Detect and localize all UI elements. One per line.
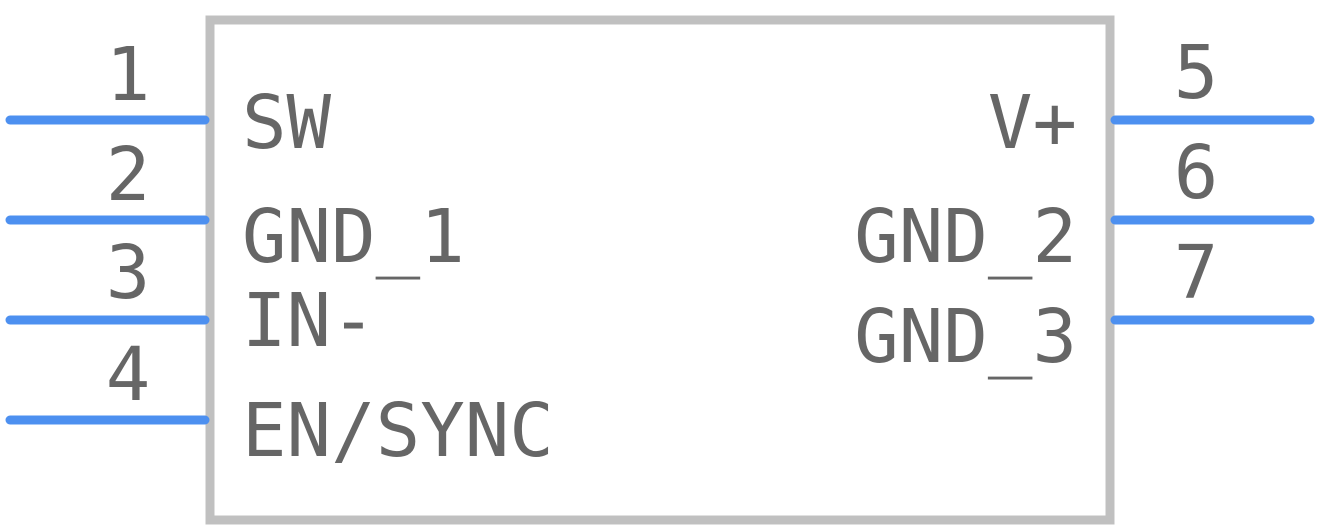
pin-number-5: 5 — [1174, 30, 1219, 116]
pin-name-2: GND_1 — [242, 194, 465, 280]
pin-number-7: 7 — [1174, 230, 1219, 316]
pin-number-2: 2 — [106, 132, 151, 218]
pin-number-6: 6 — [1174, 130, 1219, 216]
pin-name-7: GND_3 — [854, 294, 1077, 380]
pin-name-5: V+ — [988, 80, 1077, 166]
component-body — [205, 15, 1115, 525]
pin-number-1: 1 — [106, 32, 151, 118]
pin-name-1: SW — [242, 80, 332, 166]
pin-number-4: 4 — [106, 332, 151, 418]
pin-name-3: IN- — [242, 278, 376, 364]
pin-name-6: GND_2 — [854, 194, 1077, 280]
pin-name-4: EN/SYNC — [242, 388, 554, 474]
pin-number-3: 3 — [106, 230, 151, 316]
